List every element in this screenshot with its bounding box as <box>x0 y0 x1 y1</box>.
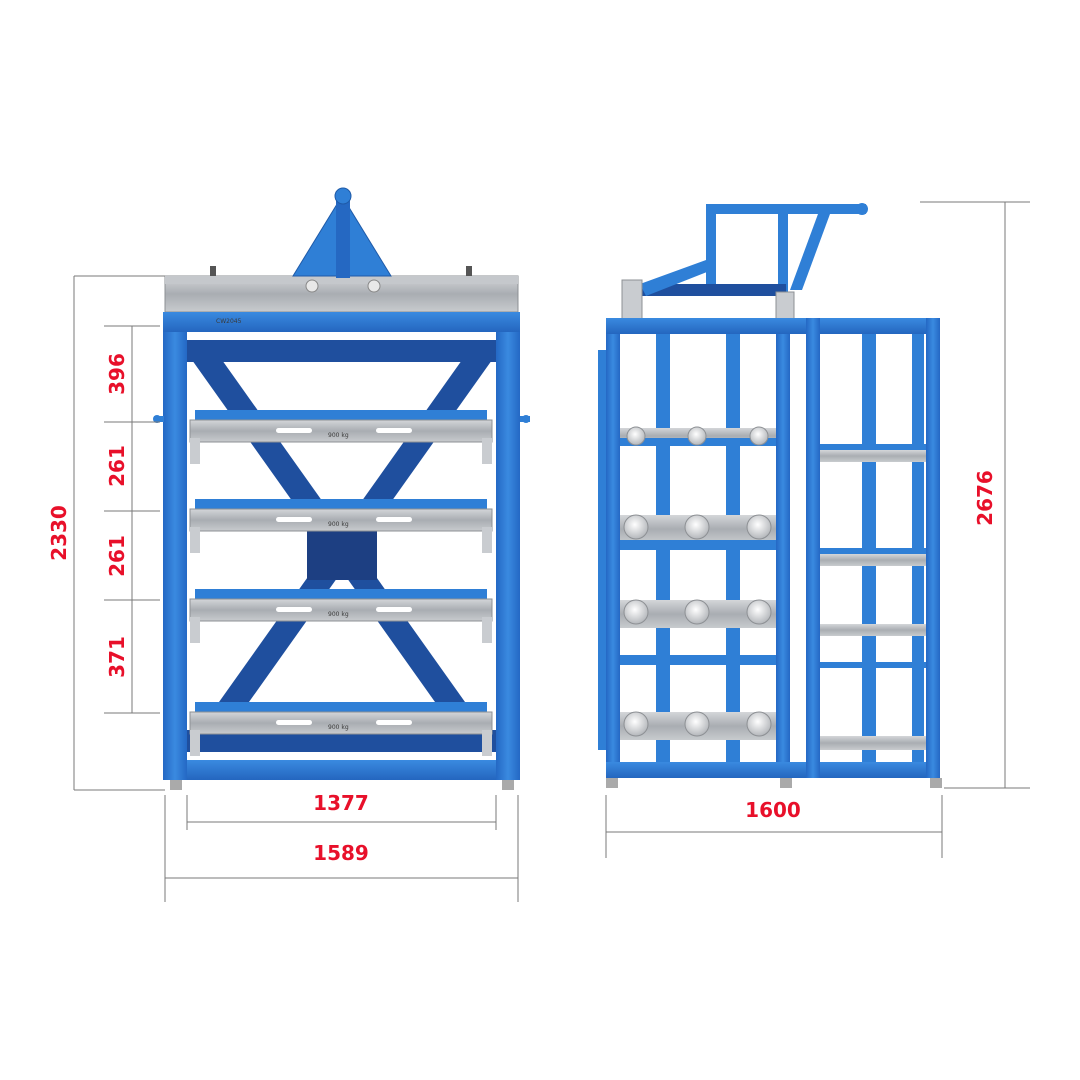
shelf-capacity: 900 kg <box>328 611 349 618</box>
shelf: 900 kg <box>189 589 493 643</box>
shelf: 900 kg <box>189 499 493 553</box>
side-front-upright <box>606 318 620 778</box>
dim-shelf-gap-4: 371 <box>105 636 129 678</box>
shelf-capacity: 900 kg <box>328 432 349 439</box>
dim-total-height-front: 2330 <box>47 505 71 561</box>
shelf: 900 kg <box>189 410 493 464</box>
side-view: 2676 1600 <box>598 201 1030 858</box>
model-label: CW2045 <box>216 318 242 325</box>
dim-total-height-side: 2676 <box>973 470 997 526</box>
x-bracing <box>192 360 492 740</box>
shelf: 900 kg <box>189 702 493 756</box>
shelf-capacity: 900 kg <box>328 521 349 528</box>
dim-outer-width: 1589 <box>313 841 369 865</box>
dim-depth: 1600 <box>745 798 801 822</box>
side-bottom-beam <box>606 762 940 778</box>
left-upright <box>163 312 187 780</box>
side-rollers <box>623 426 772 737</box>
right-upright <box>496 312 520 780</box>
side-right-shelves <box>820 444 926 750</box>
bottom-beam <box>187 760 496 780</box>
side-top-beam <box>606 318 940 334</box>
dim-shelf-gap-3: 261 <box>105 535 129 577</box>
front-dimension-lines <box>73 275 519 902</box>
back-beam <box>187 340 496 362</box>
top-gantry <box>164 187 519 313</box>
dim-shelf-gap-2: 261 <box>105 445 129 487</box>
dim-shelf-gap-1: 396 <box>105 353 129 395</box>
side-shelf-rails <box>620 428 776 740</box>
shelf-capacity: 900 kg <box>328 724 349 731</box>
front-view: CW2045 900 kg <box>47 187 530 902</box>
top-beam <box>163 312 520 332</box>
dim-inner-width: 1377 <box>313 791 369 815</box>
top-handle-frame <box>621 203 868 331</box>
side-dimension-lines <box>605 201 1030 858</box>
